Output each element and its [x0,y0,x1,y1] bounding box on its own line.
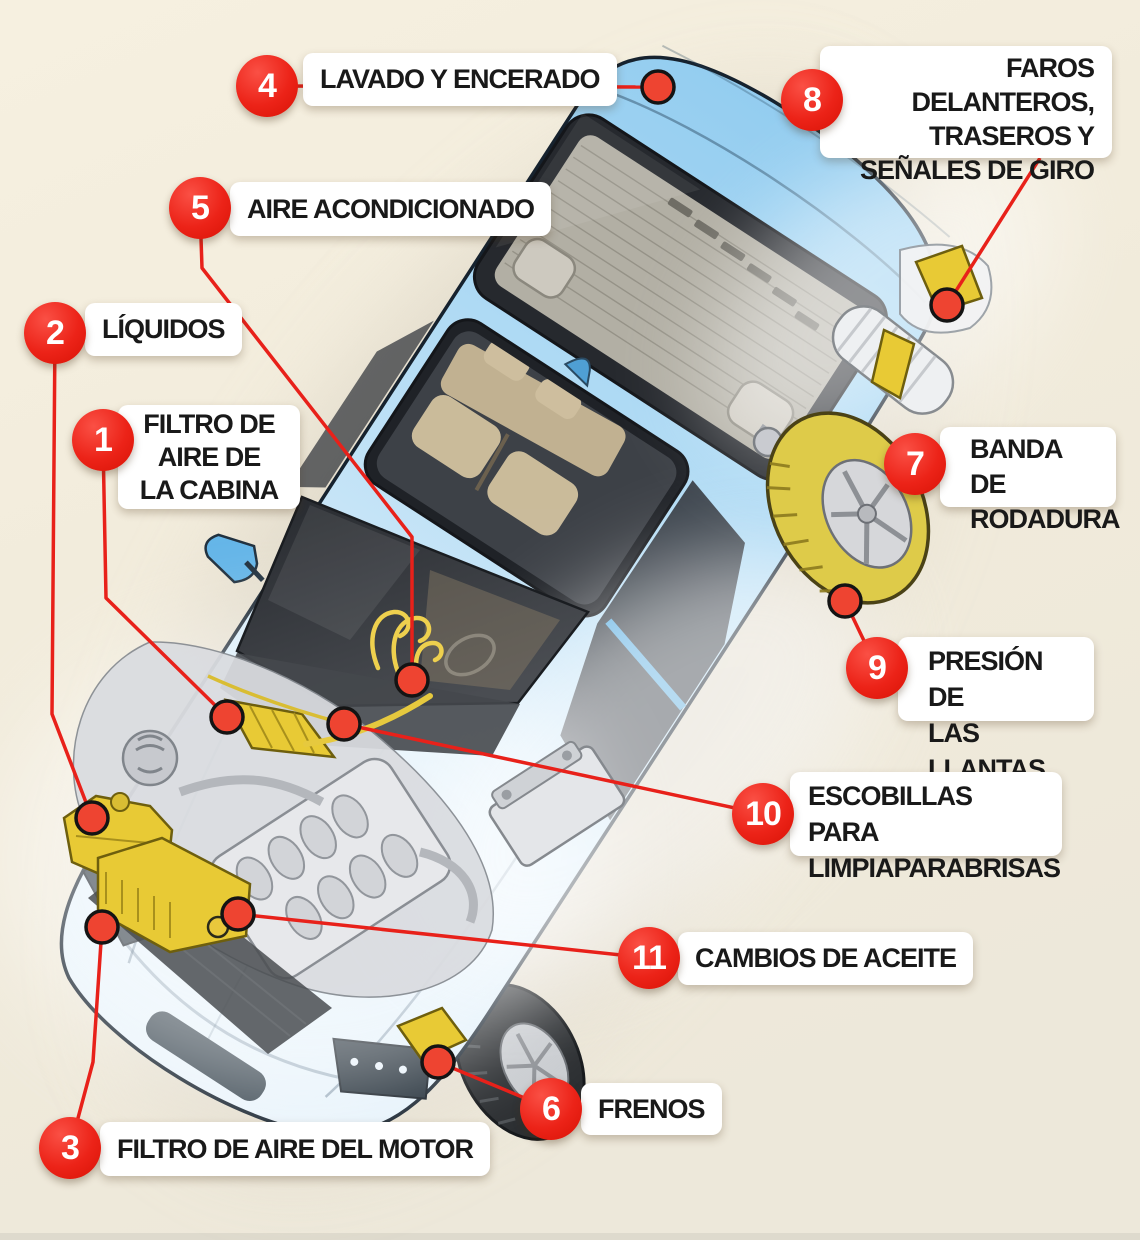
callout-line-1 [101,439,229,719]
callout-label-text: CAMBIOS DE ACEITE [695,943,957,973]
callout-label-text: FRENOS [598,1094,706,1124]
callout-dot-1 [209,699,245,735]
callout-number-badge-4: 4 [236,55,298,117]
wiper-blade-yellow [303,693,433,747]
callout-number: 4 [258,66,277,105]
callout-number-badge-8: 8 [781,69,843,131]
callout-dot-8 [929,287,965,323]
callout-number: 11 [632,938,667,977]
sunroof [363,318,690,618]
callout-number: 9 [868,648,887,687]
callout-label-text: LIMPIAPARABRISAS [808,853,1061,883]
callout-label-11: CAMBIOS DE ACEITE [678,932,974,985]
callout-number-badge-7: 7 [884,433,946,495]
callout-number-badge-9: 9 [846,637,908,699]
callout-number: 2 [46,313,65,352]
callout-label-6: FRENOS [581,1083,722,1135]
callout-label-text: FAROS DELANTEROS, [911,53,1095,117]
callout-label-10: ESCOBILLAS PARA LIMPIAPARABRISAS [790,772,1062,883]
callout-label-text: FILTRO DE AIRE DEL MOTOR [117,1134,474,1164]
antenna-fin [563,357,591,388]
callout-label-text: FILTRO DE [143,409,275,439]
callout-label-text: ESCOBILLAS PARA [808,781,973,847]
callout-label-3: FILTRO DE AIRE DEL MOTOR [100,1122,491,1176]
callout-number: 7 [906,444,925,483]
callout-number-badge-5: 5 [169,177,231,239]
callout-number-badge-10: 10 [732,783,794,845]
xray-fade-side [404,546,876,974]
callout-dot-2 [74,800,110,836]
callout-label-text: BANDA DE [970,434,1063,499]
callout-line-8 [945,157,1042,306]
callout-number: 6 [542,1089,561,1128]
callout-dot-5 [394,662,430,698]
callout-number: 10 [745,794,782,833]
ac-vent-icon [370,609,444,677]
callout-dot-3 [84,909,120,945]
callout-label-text: LAVADO Y ENCERADO [320,64,601,94]
callout-number-badge-11: 11 [618,927,680,989]
callout-label-text: TRASEROS Y [928,121,1095,151]
callout-number-badge-3: 3 [39,1117,101,1179]
callout-dot-10 [326,706,362,742]
callout-label-4: LAVADO Y ENCERADO [303,53,617,106]
callout-label-text: LA CABINA [139,475,280,505]
callout-number: 3 [61,1128,80,1167]
callout-label-2: LÍQUIDOS [85,303,242,356]
callout-number-badge-6: 6 [520,1078,582,1140]
side-windows-left [287,320,434,488]
callout-number-badge-2: 2 [24,302,86,364]
callout-label-text: RODADURA [970,504,1121,534]
callout-dot-9 [827,583,863,619]
interior-seats [411,340,626,536]
xray-fade-rear [708,141,1052,459]
callout-label-text: PRESIÓN DE [928,646,1044,712]
callout-label-text: SEÑALES DE GIRO [859,155,1095,185]
callout-line-11 [237,912,650,960]
callout-number-badge-1: 1 [72,409,134,471]
callout-label-7: BANDA DE RODADURA [940,427,1121,534]
callout-line-2 [50,332,94,819]
callout-dot-6 [420,1044,456,1080]
callout-number: 8 [803,80,822,119]
brake-caliper-yellow [396,1006,468,1062]
callout-number: 5 [191,188,210,227]
callout-label-8: FAROS DELANTEROS, TRASEROS Y SEÑALES DE GI… [820,46,1112,185]
callout-dot-11 [220,896,256,932]
muffler-reflector-yellow [870,328,916,400]
callout-label-text: LÍQUIDOS [102,314,226,344]
callout-line-10 [343,722,764,816]
callout-number: 1 [94,420,113,459]
callout-label-text: AIRE ACONDICIONADO [247,194,535,224]
background-bottom-strip [0,1233,1140,1240]
callout-label-text: AIRE DE [157,442,262,472]
callout-label-5: AIRE ACONDICIONADO [230,182,552,236]
callout-dot-4 [640,69,676,105]
